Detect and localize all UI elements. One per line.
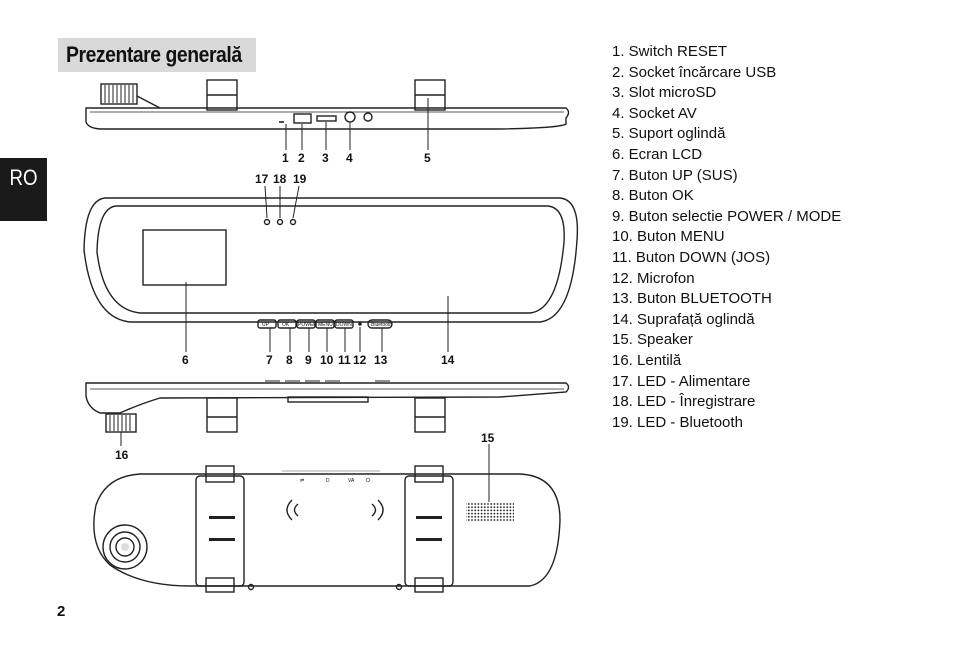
rear-usb-label: ⇌ <box>300 478 304 484</box>
down-button-label: DOWN <box>336 322 352 328</box>
legend-item: 4. Socket AV <box>612 104 697 122</box>
callout-8: 8 <box>286 353 293 367</box>
callout-5: 5 <box>424 151 431 165</box>
power-button-label: POWER <box>298 322 317 328</box>
language-tab-label: RO <box>9 165 38 190</box>
lens-knob-top <box>100 83 138 105</box>
callout-2: 2 <box>298 151 305 165</box>
rear-view: ⇌ D VA O 15 <box>93 431 561 593</box>
callout-7: 7 <box>266 353 273 367</box>
bluetooth-button-label: Bluetooth <box>371 322 392 328</box>
callout-19: 19 <box>293 172 307 186</box>
rear-mic-label: O <box>366 478 370 484</box>
legend-item: 1. Switch RESET <box>612 43 728 60</box>
legend-item: 7. Buton UP (SUS) <box>612 166 738 184</box>
legend-item: 18. LED - Înregistrare <box>612 393 756 411</box>
top-view: 1 2 3 4 5 <box>85 79 570 165</box>
front-view: 17 18 19 UP OK POWER MENU DOWN Bluetooth… <box>83 172 579 367</box>
callout-9: 9 <box>305 353 312 367</box>
page-title: Prezentare generală <box>66 42 242 67</box>
menu-button-label: MENU <box>318 322 333 328</box>
parts-legend: 1. Switch RESET 2. Socket încărcare USB … <box>612 42 841 433</box>
lcd-screen <box>142 229 227 286</box>
legend-item: 11. Buton DOWN (JOS) <box>612 248 771 266</box>
callout-6: 6 <box>182 353 189 367</box>
legend-item: 8. Buton OK <box>612 187 694 205</box>
ok-button-label: OK <box>282 322 290 328</box>
page-number: 2 <box>57 603 66 620</box>
callout-16: 16 <box>115 448 129 462</box>
title-background <box>58 38 256 72</box>
bottom-view: 16 <box>85 380 570 462</box>
callout-13: 13 <box>374 353 388 367</box>
legend-item: 17. LED - Alimentare <box>612 372 751 390</box>
rear-av-label: VA <box>348 478 355 484</box>
callout-18: 18 <box>273 172 287 186</box>
legend-item: 10. Buton MENU <box>612 228 725 246</box>
legend-item: 14. Suprafață oglindă <box>612 310 755 328</box>
legend-item: 9. Buton selectie POWER / MODE <box>612 207 842 225</box>
legend-item: 3. Slot microSD <box>612 84 717 102</box>
speaker-grille <box>466 502 514 522</box>
callout-17: 17 <box>255 172 269 186</box>
rear-card-label: D <box>326 478 330 484</box>
rear-lens <box>102 524 148 570</box>
callout-3: 3 <box>322 151 329 165</box>
callout-11: 11 <box>338 353 351 367</box>
callout-15: 15 <box>481 431 495 445</box>
legend-item: 16. Lentilă <box>612 351 682 369</box>
callout-10: 10 <box>320 353 334 367</box>
legend-item: 13. Buton BLUETOOTH <box>612 290 772 308</box>
legend-item: 15. Speaker <box>612 331 693 349</box>
legend-item: 2. Socket încărcare USB <box>612 63 777 81</box>
up-button-label: UP <box>262 322 270 328</box>
language-tab <box>0 158 47 221</box>
legend-item: 12. Microfon <box>612 269 695 287</box>
callout-14: 14 <box>441 353 455 367</box>
legend-item: 19. LED - Bluetooth <box>612 413 743 431</box>
callout-12: 12 <box>353 353 367 367</box>
callout-4: 4 <box>346 151 353 165</box>
callout-1: 1 <box>282 151 289 165</box>
legend-item: 5. Suport oglindă <box>612 125 726 143</box>
legend-item: 6. Ecran LCD <box>612 145 703 163</box>
